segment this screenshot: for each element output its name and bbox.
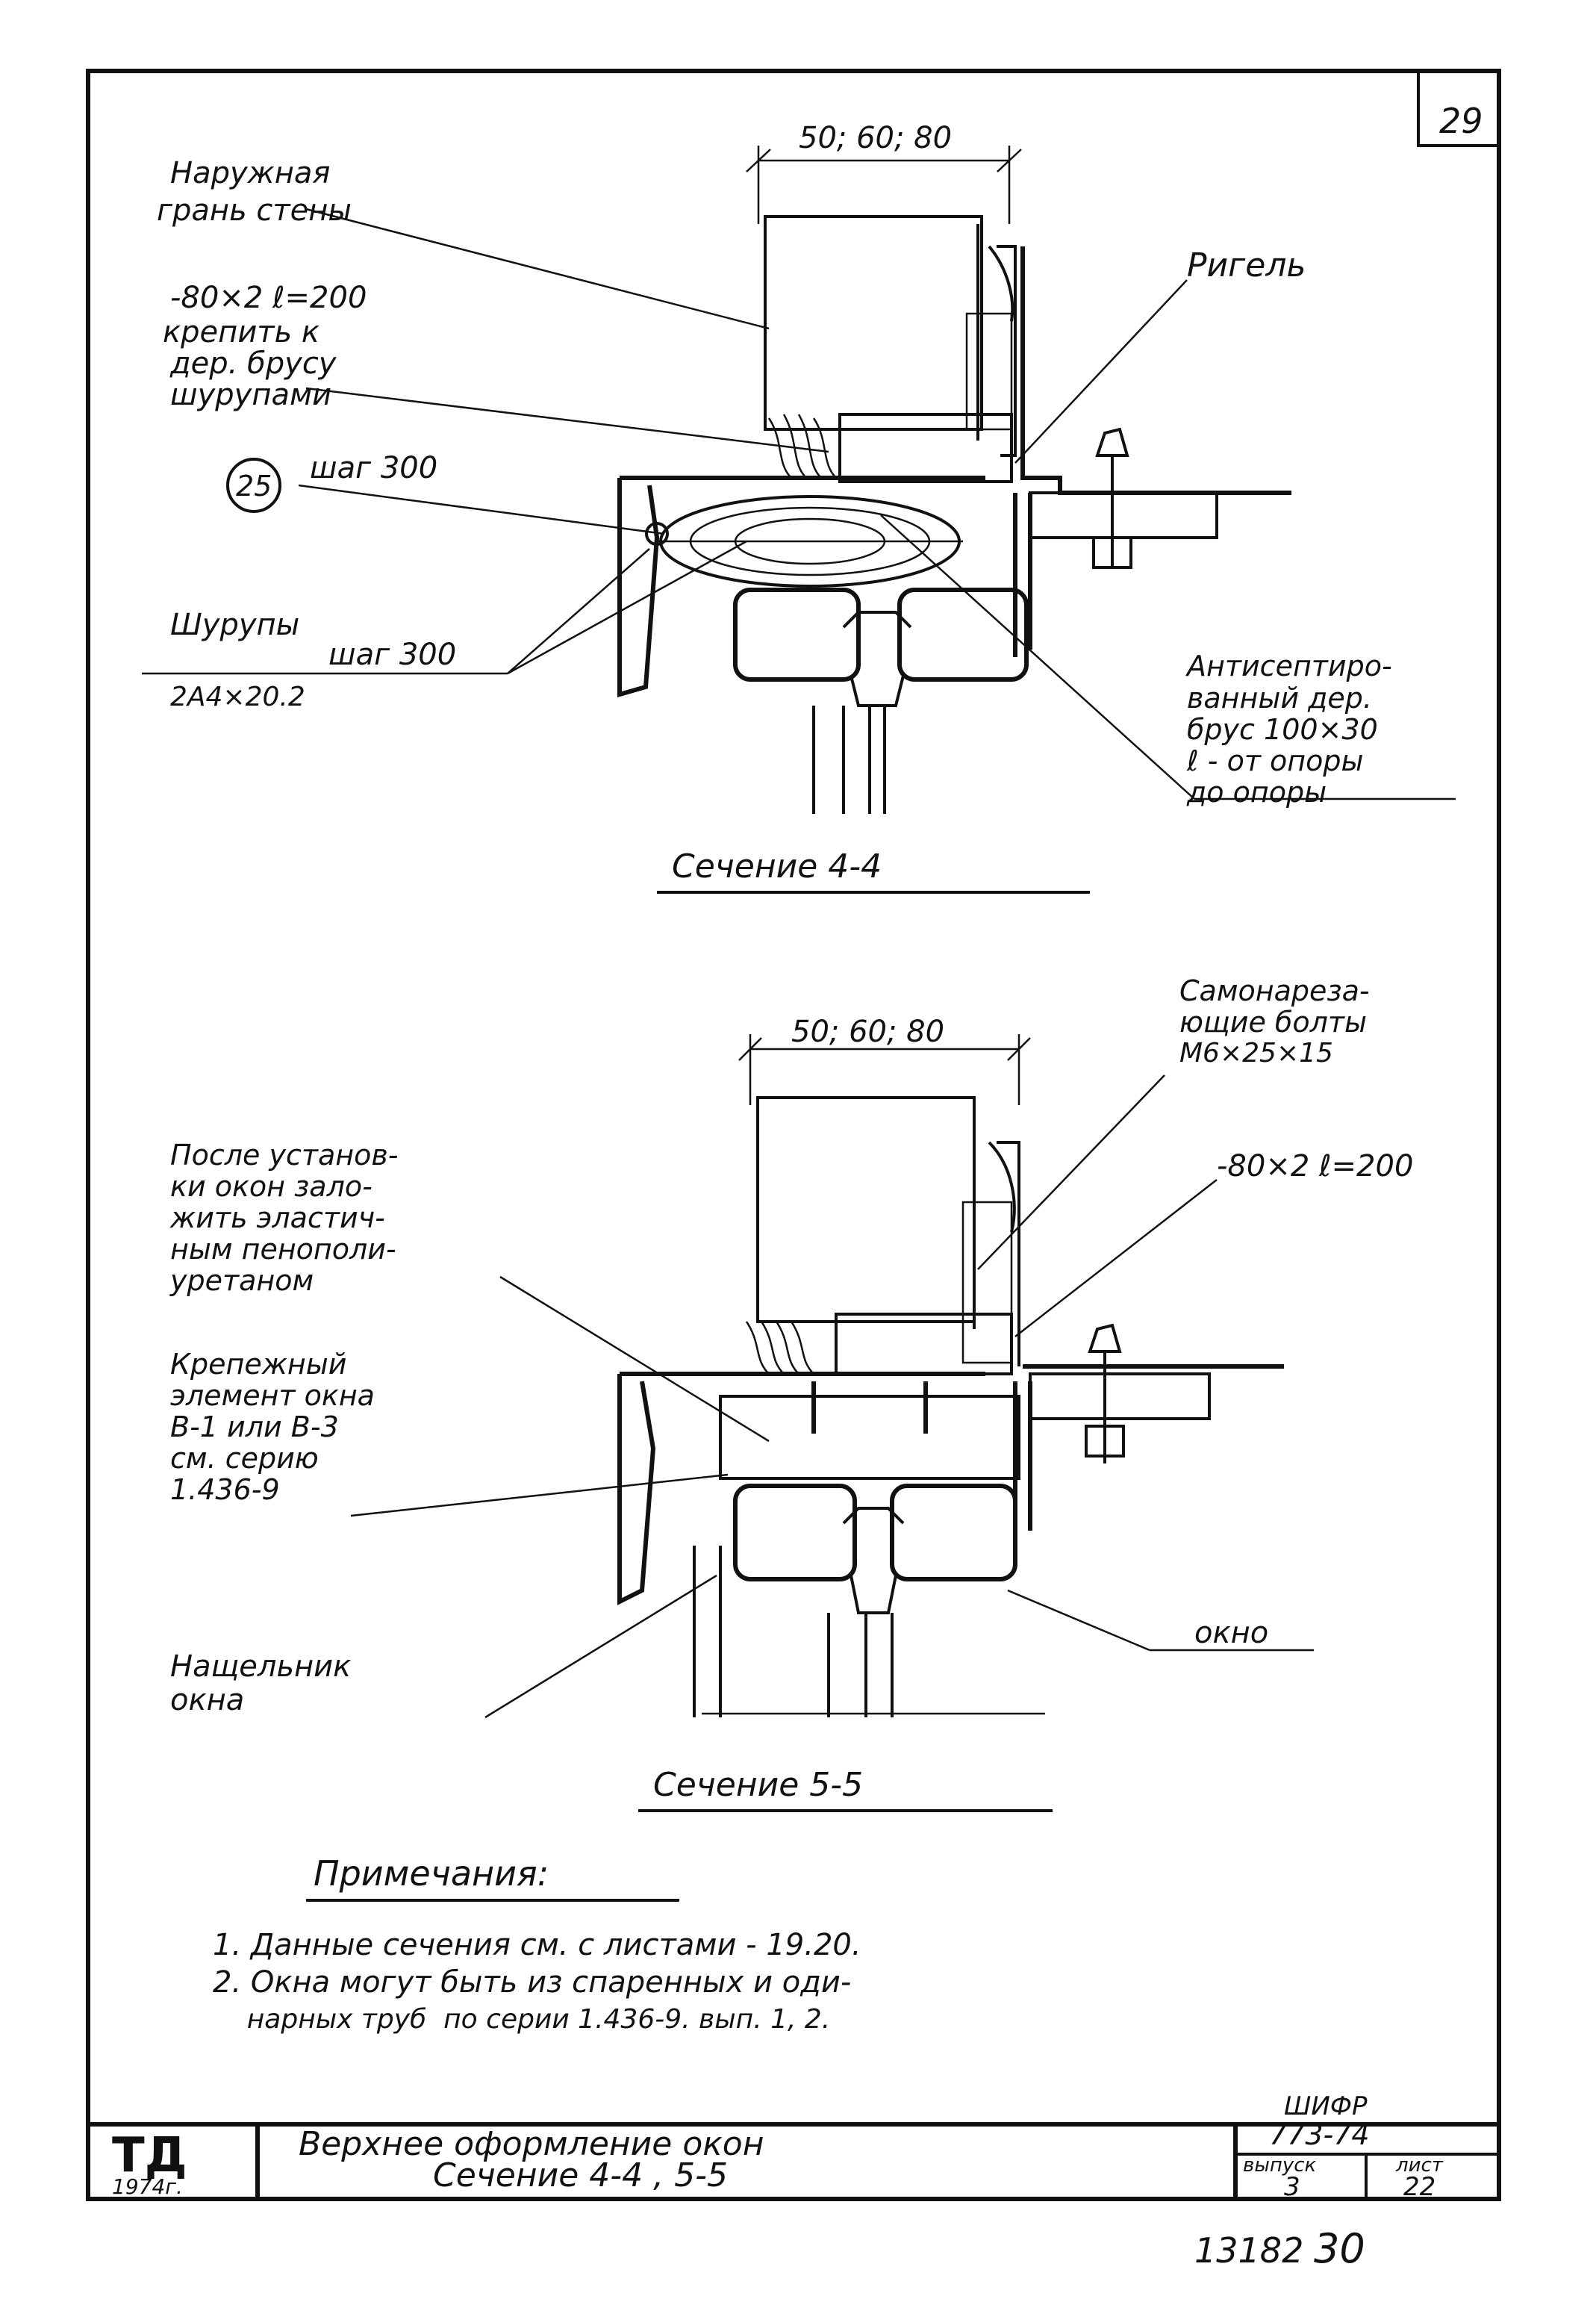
notes: Примечания: 1. Данные сечения см. с лист… [213,1853,861,2035]
leaders-5-5 [350,1074,1314,1719]
label-text: грань стены [157,193,352,228]
dimension-5-5: 50; 60; 80 [738,1015,1031,1105]
title-5-5: Сечение 5-5 [638,1766,1053,1812]
label-strip-4-4: -80×2 ℓ=200 крепить к дер. брусу шурупам… [163,281,367,412]
title-4-4: Сечение 4-4 [657,847,1090,894]
label-beam: Антисептиро- ванный дер. брус 100×30 ℓ -… [1185,650,1392,809]
sheet-value: 22 [1403,2172,1436,2202]
flashing-4-4 [617,476,985,697]
label-text: Наружная [170,156,330,190]
label-bolts: Самонареза- ющие болты М6×25×15 [1179,974,1370,1068]
label-text: ℓ - от опоры [1186,744,1364,777]
label-text: окно [1194,1616,1268,1650]
note-2-cont: нарных труб по серии 1.436-9. вып. 1, 2. [213,2004,830,2035]
dimension-4-4: 50; 60; 80 [746,121,1022,224]
wall-panel [764,215,983,431]
label-text: 13182 [1194,2230,1303,2271]
code-value: 773-74 [1269,2118,1370,2151]
label-outer-wall: Наружная грань стены [157,156,352,228]
wall-panel [756,1096,976,1323]
label-fastener: Крепежный элемент окна В-1 или В-3 см. с… [170,1348,375,1506]
page-number: 29 [1439,101,1483,141]
label-text: шаг 300 [310,451,437,485]
label-text: Сечение 5-5 [653,1766,863,1804]
section-5-5: 50; 60; 80 [169,974,1413,1812]
label-text: окна [170,1683,244,1717]
note-2: 2. Окна могут быть из спаренных и оди- [213,1965,851,2000]
issue-label: выпуск [1243,2154,1317,2177]
wall-facing [973,1105,1020,1366]
fastener-oval [645,495,963,588]
label-strip-5-5: -80×2 ℓ=200 [1217,1149,1413,1183]
label-text: уретаном [169,1264,314,1297]
label-text: до опоры [1186,776,1327,809]
label-text: Сечение 4-4 [672,847,882,886]
notes-heading: Примечания: [314,1853,549,1894]
label-text: 2А4×20.2 [170,682,305,712]
sheet-label: лист [1395,2154,1444,2177]
title-block: ТД 1974г. Верхнее оформление окон Сечени… [88,2091,1499,2202]
sealant [767,414,837,479]
label-text: ющие болты [1179,1006,1367,1039]
note-1: 1. Данные сечения см. с листами - 19.20. [213,1928,861,1962]
leaders-4-4 [142,208,1456,800]
label-text: брус 100×30 [1187,713,1378,746]
label-text: шаг 300 [328,638,456,672]
label-text: Крепежный [170,1348,346,1381]
page-number-box: 29 [1417,71,1499,147]
label-text: После установ- [170,1139,398,1172]
drawing-title-2: Сечение 4-4 , 5-5 [433,2156,728,2194]
logo: ТД [112,2128,187,2183]
label-text: 30 [1314,2225,1365,2272]
label-text: крепить к [163,315,319,349]
crossbar [1013,1323,1284,1538]
label-text: шурупами [170,378,331,412]
code-label: ШИФР [1284,2091,1368,2121]
label-crossbar: Ригель [1187,246,1306,284]
flashing-5-5 [617,1372,985,1605]
label-text: В-1 или В-3 [170,1410,339,1443]
label-text: см. серию [170,1442,319,1475]
label-text: М6×25×15 [1179,1038,1333,1068]
sheet-frame [86,69,1501,2201]
label-text: Нащельник [170,1649,351,1684]
label-text: Ригель [1187,246,1306,284]
window-profile-5-5 [693,1484,1045,1717]
dimension-label: 50; 60; 80 [799,121,952,155]
timber-beam [838,413,1013,483]
year: 1974г. [112,2174,183,2199]
label-window: окно [1194,1616,1268,1650]
label-foam: После установ- ки окон зало- жить эласти… [169,1139,398,1297]
label-text: дер. брусу [169,346,337,381]
issue-value: 3 [1284,2172,1300,2202]
sealant [745,1321,814,1375]
foam-fill [719,1395,1020,1480]
drawing-title-1: Верхнее оформление окон [299,2125,764,2163]
archive-number: 13182 30 [1194,2225,1365,2272]
wall-insulation [961,1201,1013,1364]
wall-facing [976,224,1017,457]
label-text: 1.436-9 [170,1473,280,1506]
label-text: ки окон зало- [170,1170,372,1203]
bolt-marks [811,1381,928,1434]
label-text: жить эластич- [169,1201,385,1234]
label-text: Самонареза- [1179,974,1370,1007]
dimension-label: 50; 60; 80 [791,1015,944,1049]
label-text: -80×2 ℓ=200 [1217,1149,1413,1183]
label-sill: Нащельник окна [170,1649,351,1717]
section-4-4: 50; 60; 80 [142,121,1456,894]
wall-insulation [965,312,1013,431]
crossbar [1013,246,1291,657]
label-text: -80×2 ℓ=200 [170,281,367,315]
label-text: элемент окна [170,1379,375,1412]
label-text: ным пенополи- [170,1233,396,1266]
window-profile-4-4 [733,588,1029,814]
callout-25: 25 шаг 300 [226,451,437,513]
label-text: 25 [236,470,272,503]
label-screws: Шурупы шаг 300 2А4×20.2 [170,608,456,712]
label-text: Антисептиро- [1185,650,1392,682]
label-text: Шурупы [170,608,299,642]
label-text: ванный дер. [1187,682,1372,715]
